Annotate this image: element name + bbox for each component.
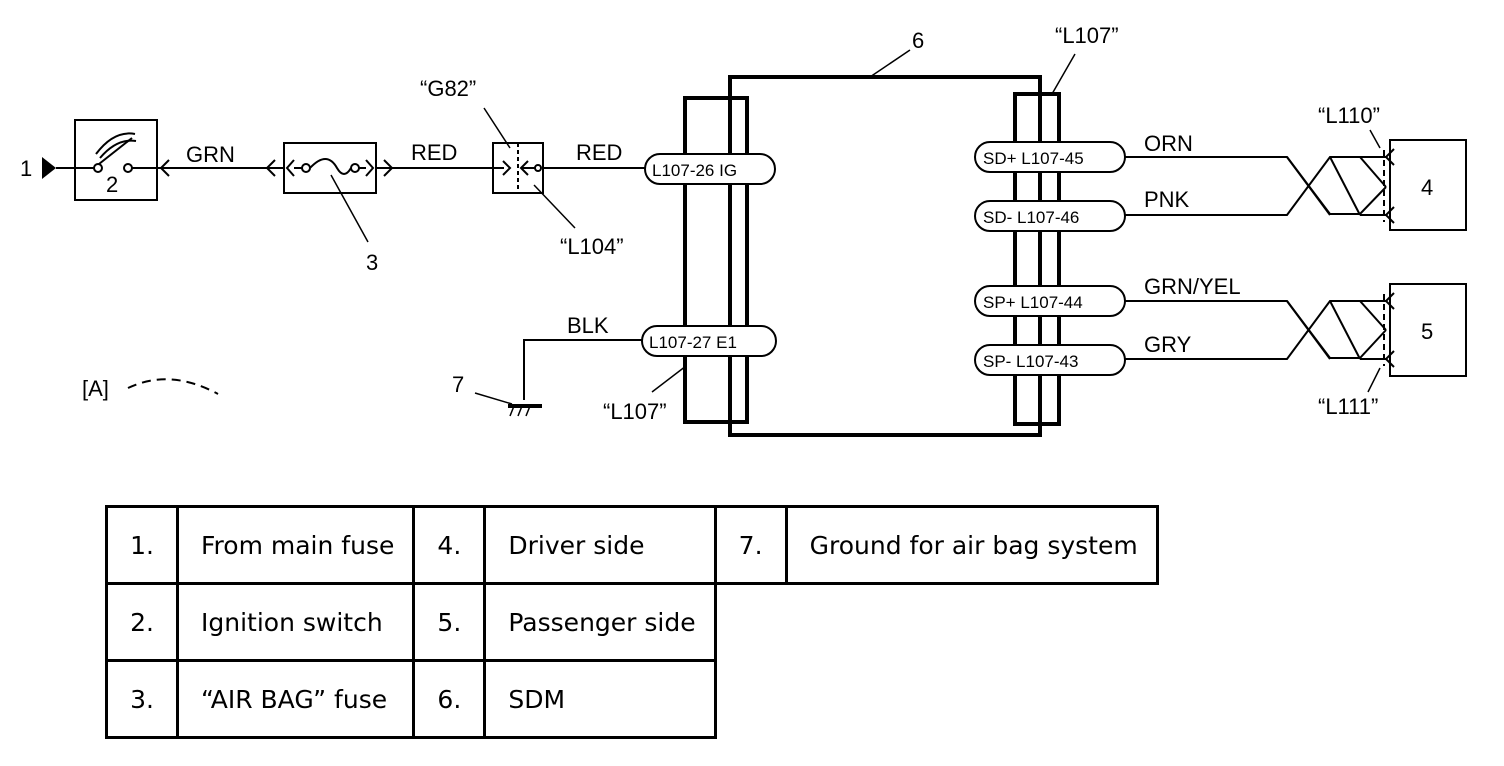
wire-label-blk: BLK <box>567 313 609 338</box>
svg-text:SD+ L107-45: SD+ L107-45 <box>983 149 1084 168</box>
wire-label-grn: GRN <box>186 142 235 167</box>
svg-text:SP- L107-43: SP- L107-43 <box>983 352 1078 371</box>
legend-desc: “AIR BAG” fuse <box>175 659 416 739</box>
wire-label-orn: ORN <box>1144 131 1193 156</box>
connector-label-l111: “L111” <box>1318 394 1378 419</box>
sdm-module <box>683 75 1061 437</box>
legend-num: 2. <box>105 582 179 662</box>
pin-sd-plus: SD+ L107-45 <box>974 141 1126 173</box>
legend-num: 4. <box>412 505 487 585</box>
legend-num: 6. <box>412 659 487 739</box>
svg-text:L107-26 IG: L107-26 IG <box>652 161 737 180</box>
wire-label-grn-yel: GRN/YEL <box>1144 274 1241 299</box>
connector-label-l104: “L104” <box>560 234 624 259</box>
legend-num: 7. <box>713 505 788 585</box>
legend-table: 1. From main fuse 4. Driver side 7. Grou… <box>105 505 1159 739</box>
legend-desc: Driver side <box>483 505 717 585</box>
airbag-fuse <box>283 142 377 194</box>
pin-sp-minus: SP- L107-43 <box>974 344 1126 376</box>
wire-label-red-right: RED <box>576 140 622 165</box>
callout-2: 2 <box>106 172 118 197</box>
shield-legend-label: [A] <box>82 376 109 401</box>
connector-label-g82: “G82” <box>420 76 476 101</box>
shield-dashed-line-icon <box>127 378 219 395</box>
pin-l107-26-ig: L107-26 IG <box>644 153 776 185</box>
legend-num: 1. <box>105 505 179 585</box>
driver-side-inflator <box>1389 139 1467 231</box>
passenger-side-inflator <box>1389 283 1467 377</box>
legend-desc: Ground for air bag system <box>784 505 1159 585</box>
legend-row: 2. Ignition switch 5. Passenger side <box>105 582 1158 662</box>
connector-label-l107-top: “L107” <box>1055 23 1119 48</box>
legend-num: 3. <box>105 659 179 739</box>
ignition-switch: 2 <box>74 119 158 201</box>
legend-desc: SDM <box>483 659 717 739</box>
pin-sp-plus: SP+ L107-44 <box>974 285 1126 317</box>
feed-arrow-icon <box>42 157 56 179</box>
callout-1: 1 <box>20 156 32 181</box>
legend-desc: Passenger side <box>483 582 717 662</box>
callout-4: 4 <box>1421 175 1433 200</box>
pin-l107-27-e1: L107-27 E1 <box>641 325 777 357</box>
connector-label-l107-bottom: “L107” <box>603 399 667 424</box>
callout-7: 7 <box>452 372 464 397</box>
callout-5: 5 <box>1421 319 1433 344</box>
legend-row: 3. “AIR BAG” fuse 6. SDM <box>105 659 1158 739</box>
legend-desc: Ignition switch <box>175 582 416 662</box>
svg-text:SD- L107-46: SD- L107-46 <box>983 208 1079 227</box>
wire-label-pnk: PNK <box>1144 187 1190 212</box>
callout-3: 3 <box>366 250 378 275</box>
svg-text:L107-27 E1: L107-27 E1 <box>649 333 737 352</box>
ground-symbol-icon <box>508 404 542 417</box>
svg-text:SP+ L107-44: SP+ L107-44 <box>983 293 1083 312</box>
legend-num: 5. <box>412 582 487 662</box>
connector-label-l110: “L110” <box>1318 103 1380 128</box>
wire-label-gry: GRY <box>1144 332 1192 357</box>
pin-sd-minus: SD- L107-46 <box>974 200 1126 232</box>
legend-row: 1. From main fuse 4. Driver side 7. Grou… <box>105 505 1159 585</box>
callout-6: 6 <box>912 28 924 53</box>
legend-desc: From main fuse <box>175 505 416 585</box>
wire-label-red-left: RED <box>411 140 457 165</box>
airbag-wiring-diagram: 1 2 GRN 3 RED <box>20 23 1467 437</box>
